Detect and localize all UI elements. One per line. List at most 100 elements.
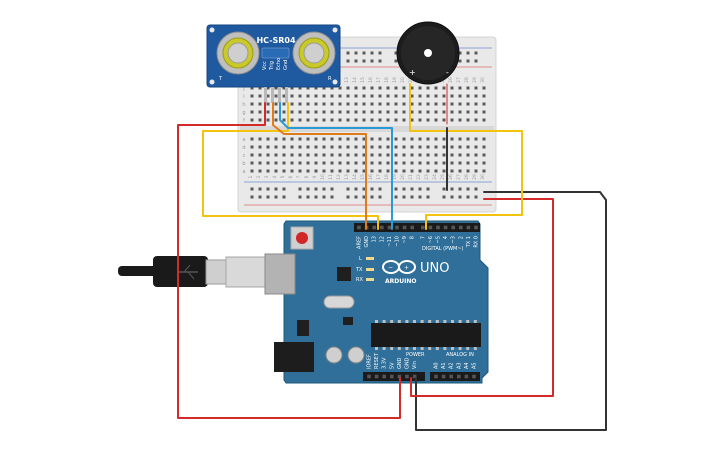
breadboard-hole[interactable] [394, 110, 398, 114]
breadboard-hole[interactable] [410, 161, 414, 165]
breadboard-hole[interactable] [266, 145, 270, 149]
breadboard-hole[interactable] [458, 137, 462, 141]
breadboard-hole[interactable] [386, 86, 390, 90]
breadboard-hole[interactable] [338, 137, 342, 141]
reset-button[interactable] [296, 232, 308, 244]
rail-hole[interactable] [330, 187, 334, 191]
breadboard-hole[interactable] [306, 94, 310, 98]
breadboard-hole[interactable] [282, 137, 286, 141]
breadboard-hole[interactable] [330, 102, 334, 106]
breadboard-hole[interactable] [298, 169, 302, 173]
breadboard-hole[interactable] [322, 137, 326, 141]
breadboard-hole[interactable] [282, 145, 286, 149]
breadboard-hole[interactable] [442, 161, 446, 165]
breadboard-hole[interactable] [402, 118, 406, 122]
breadboard-hole[interactable] [314, 94, 318, 98]
rail-hole[interactable] [258, 195, 262, 199]
breadboard-hole[interactable] [442, 94, 446, 98]
breadboard-hole[interactable] [402, 153, 406, 157]
rail-hole[interactable] [474, 51, 478, 55]
breadboard-hole[interactable] [378, 102, 382, 106]
usb-port[interactable] [264, 253, 296, 295]
breadboard-hole[interactable] [466, 102, 470, 106]
breadboard-hole[interactable] [290, 153, 294, 157]
breadboard-hole[interactable] [370, 86, 374, 90]
breadboard-hole[interactable] [434, 102, 438, 106]
breadboard-hole[interactable] [450, 118, 454, 122]
rail-hole[interactable] [298, 195, 302, 199]
breadboard-hole[interactable] [450, 169, 454, 173]
breadboard-hole[interactable] [402, 94, 406, 98]
breadboard-hole[interactable] [474, 137, 478, 141]
breadboard-hole[interactable] [354, 153, 358, 157]
breadboard-hole[interactable] [370, 118, 374, 122]
rail-hole[interactable] [466, 59, 470, 63]
breadboard-hole[interactable] [346, 102, 350, 106]
header-hole[interactable] [474, 225, 478, 230]
breadboard-hole[interactable] [410, 102, 414, 106]
breadboard-hole[interactable] [426, 102, 430, 106]
header-hole[interactable] [459, 225, 463, 230]
breadboard-hole[interactable] [442, 169, 446, 173]
breadboard-hole[interactable] [250, 161, 254, 165]
breadboard-hole[interactable] [458, 145, 462, 149]
breadboard-hole[interactable] [322, 145, 326, 149]
breadboard-hole[interactable] [282, 86, 286, 90]
breadboard-hole[interactable] [442, 118, 446, 122]
breadboard-hole[interactable] [330, 94, 334, 98]
breadboard-hole[interactable] [418, 94, 422, 98]
wire-yellow-right[interactable] [409, 119, 523, 230]
rail-hole[interactable] [442, 187, 446, 191]
breadboard-hole[interactable] [402, 86, 406, 90]
breadboard-hole[interactable] [466, 110, 470, 114]
breadboard-hole[interactable] [250, 110, 254, 114]
rail-hole[interactable] [298, 187, 302, 191]
rail-hole[interactable] [394, 187, 398, 191]
rail-hole[interactable] [370, 195, 374, 199]
header-hole[interactable] [372, 225, 376, 230]
breadboard-hole[interactable] [274, 118, 278, 122]
piezo-buzzer[interactable]: + - [396, 21, 460, 85]
breadboard-hole[interactable] [258, 145, 262, 149]
breadboard-hole[interactable] [466, 169, 470, 173]
breadboard-hole[interactable] [426, 137, 430, 141]
breadboard-hole[interactable] [354, 94, 358, 98]
breadboard-hole[interactable] [370, 137, 374, 141]
breadboard-hole[interactable] [378, 94, 382, 98]
breadboard-hole[interactable] [322, 153, 326, 157]
breadboard-hole[interactable] [306, 118, 310, 122]
breadboard-hole[interactable] [290, 110, 294, 114]
breadboard-hole[interactable] [314, 137, 318, 141]
rail-hole[interactable] [474, 59, 478, 63]
rail-hole[interactable] [314, 195, 318, 199]
rail-hole[interactable] [266, 195, 270, 199]
sensor-pin-echo[interactable] [278, 87, 281, 103]
breadboard-hole[interactable] [306, 86, 310, 90]
breadboard-hole[interactable] [362, 161, 366, 165]
rail-hole[interactable] [274, 187, 278, 191]
rail-hole[interactable] [250, 195, 254, 199]
rail-hole[interactable] [378, 187, 382, 191]
breadboard-hole[interactable] [250, 153, 254, 157]
rail-hole[interactable] [306, 195, 310, 199]
breadboard-hole[interactable] [290, 145, 294, 149]
breadboard-hole[interactable] [426, 94, 430, 98]
breadboard-hole[interactable] [482, 161, 486, 165]
breadboard-hole[interactable] [450, 102, 454, 106]
breadboard-hole[interactable] [394, 161, 398, 165]
breadboard-hole[interactable] [450, 137, 454, 141]
breadboard-hole[interactable] [458, 118, 462, 122]
rail-hole[interactable] [354, 51, 358, 55]
breadboard-hole[interactable] [378, 169, 382, 173]
breadboard-hole[interactable] [386, 153, 390, 157]
breadboard-hole[interactable] [314, 153, 318, 157]
breadboard-hole[interactable] [410, 169, 414, 173]
header-hole[interactable] [443, 225, 448, 230]
breadboard-hole[interactable] [410, 153, 414, 157]
breadboard-hole[interactable] [338, 169, 342, 173]
header-hole[interactable] [357, 225, 361, 230]
breadboard-hole[interactable] [282, 118, 286, 122]
rail-hole[interactable] [274, 195, 278, 199]
breadboard-hole[interactable] [314, 145, 318, 149]
breadboard-hole[interactable] [298, 161, 302, 165]
